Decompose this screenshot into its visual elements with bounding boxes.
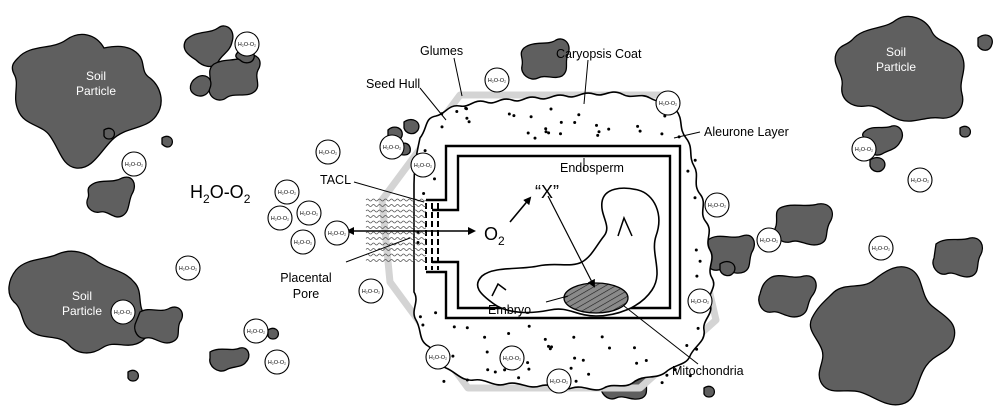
svg-text:H₂O-O₂: H₂O-O₂: [114, 310, 132, 316]
mitochondria: [564, 283, 628, 313]
svg-text:H₂O-O₂: H₂O-O₂: [872, 246, 890, 252]
svg-text:Soil: Soil: [886, 45, 906, 59]
h2o-o2-bubble: H₂O-O₂: [705, 193, 729, 217]
h2o-o2-bubble: H₂O-O₂: [176, 256, 200, 280]
svg-text:H₂O-O₂: H₂O-O₂: [659, 101, 677, 107]
svg-text:H₂O-O₂: H₂O-O₂: [300, 211, 318, 217]
soil-particle: [759, 276, 816, 317]
h2o-o2-bubble: H₂O-O₂: [122, 152, 146, 176]
h2o-o2-bubble: H₂O-O₂: [268, 206, 292, 230]
svg-text:H₂O-O₂: H₂O-O₂: [429, 355, 447, 361]
soil-particle: [135, 307, 183, 343]
soil-particle: [87, 177, 134, 217]
svg-text:H₂O-O₂: H₂O-O₂: [362, 289, 380, 295]
svg-text:Soil: Soil: [86, 69, 106, 83]
h2o-o2-bubble: H₂O-O₂: [316, 140, 340, 164]
caryopsis-coat-label: Caryopsis Coat: [556, 47, 642, 61]
glumes-label: Glumes: [420, 44, 463, 58]
soil-particle: [268, 328, 278, 339]
mitochondria-label: Mitochondria: [672, 364, 744, 378]
soil-particle: [720, 262, 735, 276]
svg-text:H₂O-O₂: H₂O-O₂: [550, 379, 568, 385]
soil-particle: [775, 204, 832, 245]
svg-text:Placental: Placental: [280, 271, 331, 285]
h2o-o2-bubble: H₂O-O₂: [291, 230, 315, 254]
svg-text:H₂O-O₂: H₂O-O₂: [503, 356, 521, 362]
svg-text:Soil: Soil: [72, 289, 92, 303]
h2o-o2-bubble: H₂O-O₂: [275, 180, 299, 204]
h2o-o2-bubble: H₂O-O₂: [656, 91, 680, 115]
aleurone-layer-label: Aleurone Layer: [704, 125, 789, 139]
soil-particle: [960, 126, 970, 137]
svg-text:H₂O-O₂: H₂O-O₂: [328, 231, 346, 237]
svg-text:H₂O-O₂: H₂O-O₂: [238, 42, 256, 48]
h2o-o2-bubble: H₂O-O₂: [500, 346, 524, 370]
svg-text:H₂O-O₂: H₂O-O₂: [760, 238, 778, 244]
soil-particle-large: [12, 34, 161, 168]
soil-particle: [870, 158, 885, 172]
svg-text:Particle: Particle: [876, 60, 916, 74]
soil-particle: [190, 76, 211, 96]
svg-text:H₂O-O₂: H₂O-O₂: [488, 78, 506, 84]
svg-text:H₂O-O₂: H₂O-O₂: [691, 299, 709, 305]
soil-particle: [704, 386, 714, 397]
h2o-o2-bubble: H₂O-O₂: [426, 345, 450, 369]
h2o-o2-bubble: H₂O-O₂: [908, 168, 932, 192]
embryo-label: Embryo: [488, 303, 531, 317]
svg-text:H₂O-O₂: H₂O-O₂: [855, 147, 873, 153]
h2o-o2-bubble: H₂O-O₂: [380, 135, 404, 159]
h2o-o2-bubble: H₂O-O₂: [235, 32, 259, 56]
svg-text:Pore: Pore: [293, 287, 319, 301]
svg-text:H₂O-O₂: H₂O-O₂: [268, 360, 286, 366]
svg-text:Particle: Particle: [76, 84, 116, 98]
h2o-o2-bubble: H₂O-O₂: [688, 289, 712, 313]
endosperm-label: Endosperm: [560, 161, 624, 175]
svg-text:H₂O-O₂: H₂O-O₂: [414, 163, 432, 169]
seed: [382, 92, 716, 390]
svg-text:H₂O-O₂: H₂O-O₂: [294, 240, 312, 246]
soil-particle: [978, 35, 992, 50]
h2o-o2-bubble: H₂O-O₂: [359, 279, 383, 303]
x-marker-label: “X”: [535, 182, 559, 202]
seed-hull-label: Seed Hull: [366, 77, 420, 91]
h2o-o2-bubble: H₂O-O₂: [547, 369, 571, 393]
tacl-label: TACL: [320, 173, 351, 187]
soil-particle: [210, 348, 249, 371]
h2o-o2-bubble: H₂O-O₂: [325, 221, 349, 245]
h2o-o2-label: H2O-O2: [190, 182, 251, 206]
soil-particle-large: [810, 267, 954, 405]
svg-text:H₂O-O₂: H₂O-O₂: [708, 203, 726, 209]
h2o-o2-bubble: H₂O-O₂: [244, 319, 268, 343]
soil-particle: [104, 128, 114, 139]
h2o-o2-bubble: H₂O-O₂: [869, 236, 893, 260]
h2o-o2-bubble: H₂O-O₂: [111, 300, 135, 324]
svg-text:H₂O-O₂: H₂O-O₂: [278, 190, 296, 196]
svg-text:Particle: Particle: [62, 304, 102, 318]
h2o-o2-bubble: H₂O-O₂: [852, 137, 876, 161]
svg-text:H₂O-O₂: H₂O-O₂: [125, 162, 143, 168]
svg-text:H₂O-O₂: H₂O-O₂: [383, 145, 401, 151]
svg-text:H₂O-O₂: H₂O-O₂: [271, 216, 289, 222]
svg-text:H₂O-O₂: H₂O-O₂: [247, 329, 265, 335]
soil-particle: [404, 120, 419, 134]
h2o-o2-bubble: H₂O-O₂: [485, 68, 509, 92]
soil-particle: [162, 136, 172, 147]
svg-text:H₂O-O₂: H₂O-O₂: [911, 178, 929, 184]
h2o-o2-bubble: H₂O-O₂: [297, 201, 321, 225]
svg-text:H₂O-O₂: H₂O-O₂: [319, 150, 337, 156]
placental-pore-label: Placental Pore: [280, 271, 331, 301]
h2o-o2-bubble: H₂O-O₂: [411, 153, 435, 177]
h2o-o2-bubble: H₂O-O₂: [757, 228, 781, 252]
svg-text:H₂O-O₂: H₂O-O₂: [179, 266, 197, 272]
h2o-o2-bubble: H₂O-O₂: [265, 350, 289, 374]
soil-particle: [933, 238, 982, 277]
soil-particle: [128, 370, 138, 381]
